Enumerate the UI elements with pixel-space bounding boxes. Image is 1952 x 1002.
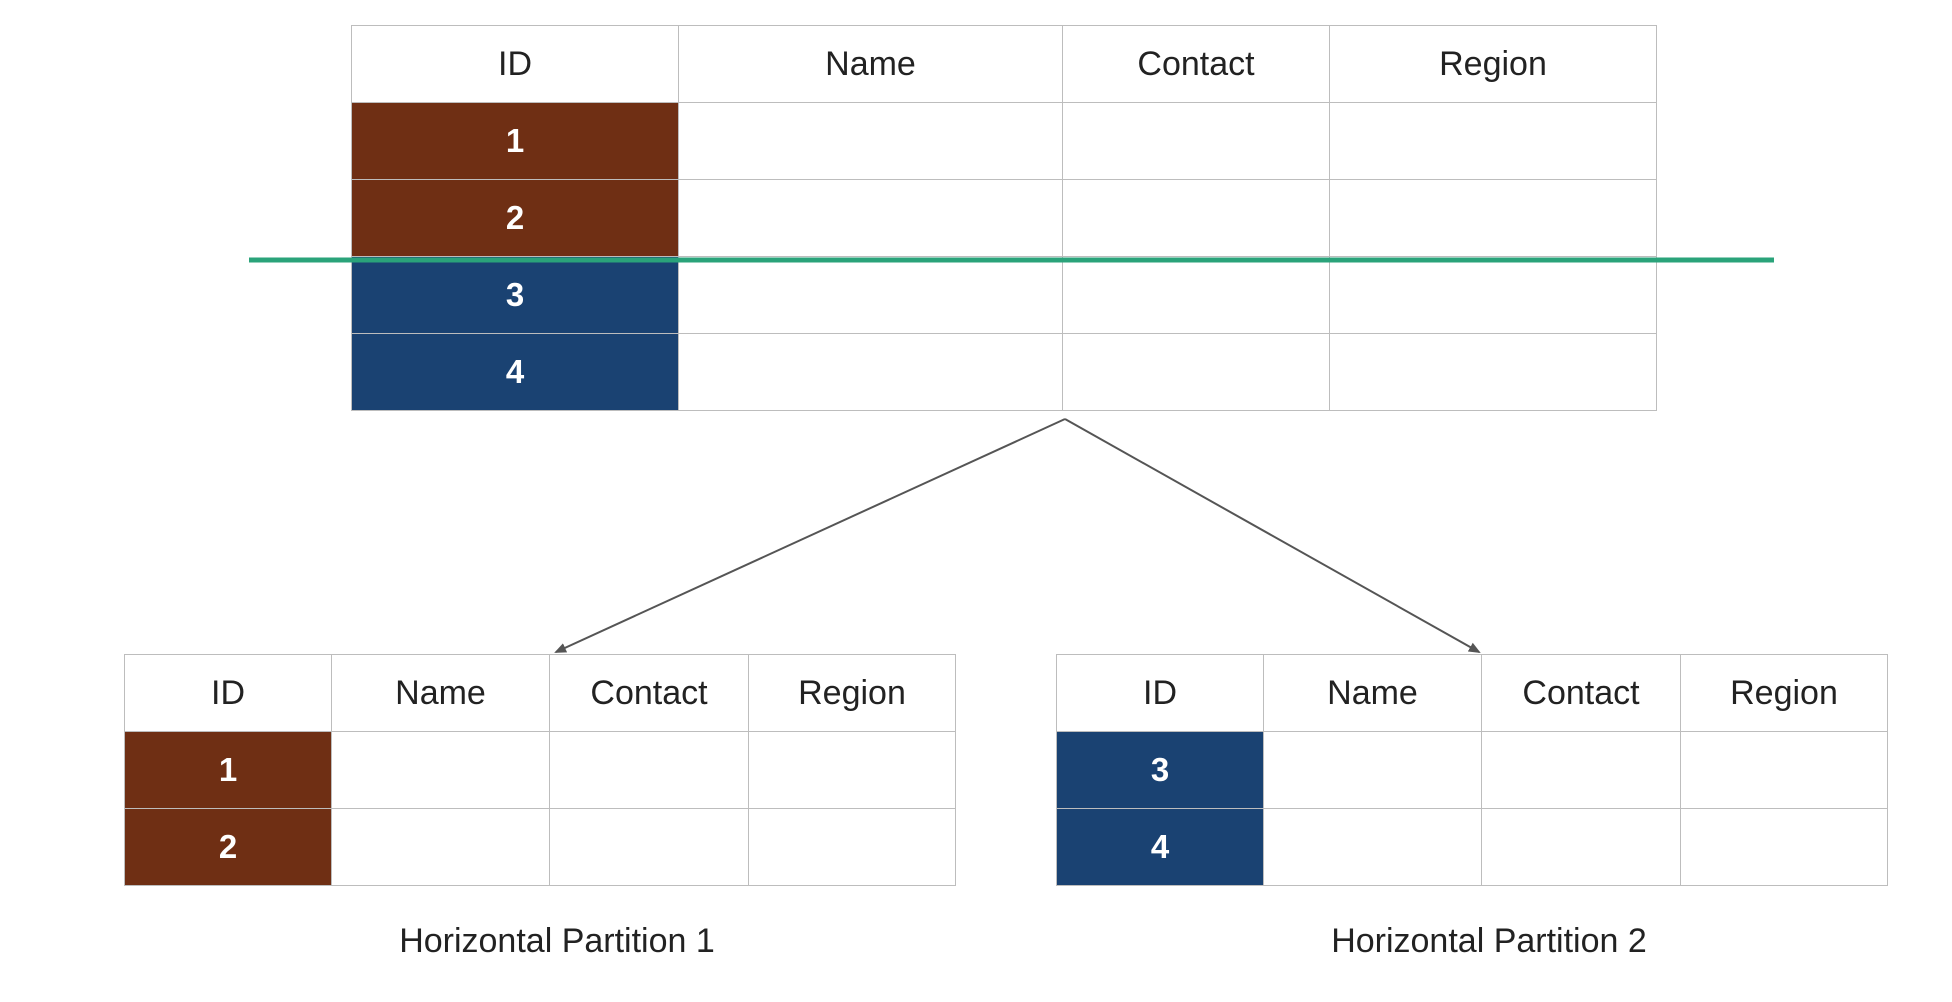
header-region: Region <box>748 654 956 732</box>
table-row: 3 <box>351 256 1657 334</box>
id-cell: 1 <box>124 731 332 809</box>
partition-1-table: ID Name Contact Region 1 2 <box>124 654 956 886</box>
region-cell <box>748 731 956 809</box>
region-cell <box>1329 256 1657 334</box>
name-cell <box>331 808 550 886</box>
contact-cell <box>1481 808 1681 886</box>
arrow-to-partition-2 <box>1064 418 1481 653</box>
partition-1-caption: Horizontal Partition 1 <box>399 922 715 960</box>
id-cell: 2 <box>351 179 679 257</box>
name-cell <box>678 333 1063 411</box>
region-cell <box>1680 808 1888 886</box>
id-cell: 4 <box>351 333 679 411</box>
main-table: ID Name Contact Region 1 2 3 4 <box>351 25 1657 411</box>
contact-cell <box>1062 333 1330 411</box>
id-cell: 4 <box>1056 808 1264 886</box>
header-id: ID <box>124 654 332 732</box>
name-cell <box>678 256 1063 334</box>
id-cell: 1 <box>351 102 679 180</box>
header-region: Region <box>1329 25 1657 103</box>
id-cell: 3 <box>1056 731 1264 809</box>
table-row: 2 <box>351 179 1657 257</box>
header-name: Name <box>1263 654 1482 732</box>
name-cell <box>1263 731 1482 809</box>
partition-2-table: ID Name Contact Region 3 4 <box>1056 654 1888 886</box>
header-id: ID <box>1056 654 1264 732</box>
name-cell <box>331 731 550 809</box>
contact-cell <box>1481 731 1681 809</box>
contact-cell <box>549 808 749 886</box>
region-cell <box>1680 731 1888 809</box>
contact-cell <box>1062 102 1330 180</box>
region-cell <box>1329 179 1657 257</box>
name-cell <box>1263 808 1482 886</box>
region-cell <box>1329 333 1657 411</box>
region-cell <box>1329 102 1657 180</box>
table-row: 2 <box>124 808 956 886</box>
contact-cell <box>549 731 749 809</box>
table-row: 1 <box>124 731 956 809</box>
contact-cell <box>1062 179 1330 257</box>
header-contact: Contact <box>1481 654 1681 732</box>
table-row: 4 <box>1056 808 1888 886</box>
header-name: Name <box>331 654 550 732</box>
table-row: 3 <box>1056 731 1888 809</box>
contact-cell <box>1062 256 1330 334</box>
header-name: Name <box>678 25 1063 103</box>
name-cell <box>678 102 1063 180</box>
header-contact: Contact <box>1062 25 1330 103</box>
partition-2-caption: Horizontal Partition 2 <box>1331 922 1647 960</box>
region-cell <box>748 808 956 886</box>
header-contact: Contact <box>549 654 749 732</box>
id-cell: 2 <box>124 808 332 886</box>
table-header-row: ID Name Contact Region <box>1056 654 1888 732</box>
table-header-row: ID Name Contact Region <box>124 654 956 732</box>
arrow-to-partition-1 <box>554 418 1066 653</box>
name-cell <box>678 179 1063 257</box>
header-id: ID <box>351 25 679 103</box>
table-row: 4 <box>351 333 1657 411</box>
table-header-row: ID Name Contact Region <box>351 25 1657 103</box>
id-cell: 3 <box>351 256 679 334</box>
header-region: Region <box>1680 654 1888 732</box>
table-row: 1 <box>351 102 1657 180</box>
